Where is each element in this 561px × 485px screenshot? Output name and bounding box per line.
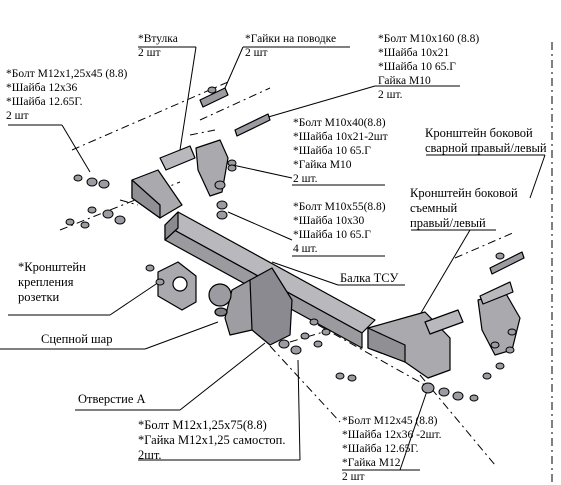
label-bolt-m12x75: *Болт М12х1,25х75(8.8) *Гайка М12х1,25 с… [138,418,286,462]
label-socket-bracket: *Кронштейн крепления розетки [18,260,86,304]
label-hole-a: Отверстие А [78,392,146,406]
label-bolt-m10x55: *Болт М10х55(8.8) *Шайба 10х30 *Шайба 10… [293,201,386,255]
label-tsu-beam: Балка ТСУ [340,271,399,285]
label-bolt-m12x45-bottom: *Болт М12х45 (8.8) *Шайба 12х36 -2шт. *Ш… [342,415,442,483]
label-bolt-m10x160: *Болт М10х160 (8.8) *Шайба 10х21 *Шайба … [378,33,480,101]
label-hitch-ball: Сцепной шар [41,332,113,346]
label-bolt-m10x40: *Болт М10х40(8.8) *Шайба 10х21-2шт *Шайб… [293,117,388,185]
label-bolt-m12x45-top: *Болт М12х1,25х45 (8.8) *Шайба 12х36 *Ша… [6,68,128,122]
label-bracket-removable: Кронштейн боковой съемный правый/левый [410,186,518,230]
